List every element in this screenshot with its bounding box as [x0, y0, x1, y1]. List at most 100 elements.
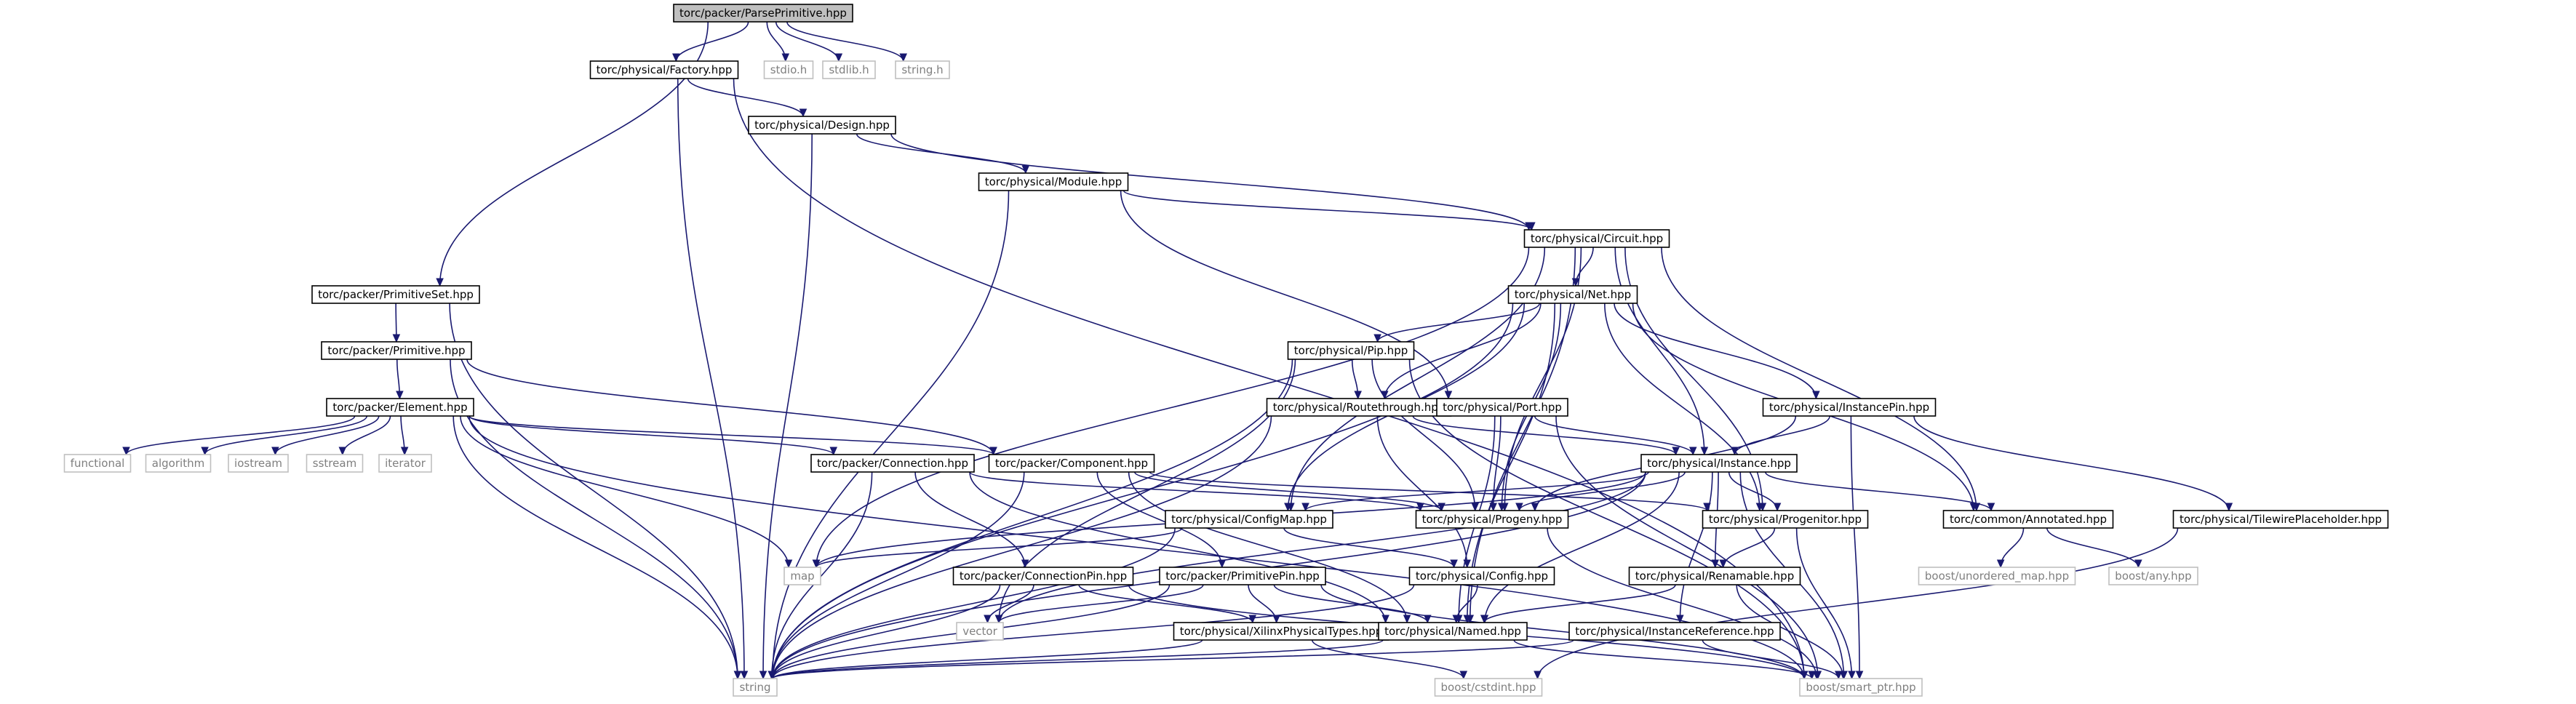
node-stdlib-h: stdlib.h: [822, 60, 876, 79]
node-label: torc/physical/Instance.hpp: [1647, 457, 1791, 470]
node-torc-physical-module-hpp[interactable]: torc/physical/Module.hpp: [978, 172, 1129, 191]
node-box: [321, 341, 472, 360]
edge-instref-to-smartptr: [1702, 639, 1840, 679]
node-torc-physical-design-hpp[interactable]: torc/physical/Design.hpp: [748, 116, 896, 135]
node-label: torc/physical/Renamable.hpp: [1635, 569, 1794, 583]
node-torc-physical-pip-hpp[interactable]: torc/physical/Pip.hpp: [1287, 341, 1415, 360]
node-label: torc/physical/InstancePin.hpp: [1769, 401, 1929, 414]
arrowhead: [1471, 503, 1479, 512]
node-label: torc/physical/InstanceReference.hpp: [1575, 625, 1774, 638]
arrowhead: [1528, 222, 1536, 231]
arrowhead: [733, 671, 742, 680]
node-label: torc/packer/ConnectionPin.hpp: [960, 569, 1127, 583]
node-torc-physical-routethrough-hpp[interactable]: torc/physical/Routethrough.hpp: [1266, 398, 1452, 417]
edge-xilinx-to-string: [772, 639, 1203, 679]
node-torc-physical-progeny-hpp[interactable]: torc/physical/Progeny.hpp: [1415, 510, 1569, 529]
arrowhead: [1672, 447, 1680, 456]
node-label: torc/physical/Port.hpp: [1443, 401, 1562, 414]
node-box: [311, 285, 480, 304]
arrowhead: [1711, 559, 1719, 569]
arrowhead: [1354, 391, 1362, 400]
node-box: [733, 678, 778, 697]
edge-element-to-string: [452, 415, 738, 679]
edge-net-to-routethrough: [1384, 303, 1542, 399]
node-box: [1568, 622, 1781, 641]
node-torc-packer-connectionpin-hpp[interactable]: torc/packer/ConnectionPin.hpp: [952, 567, 1134, 585]
edge-factory-to-design: [687, 78, 804, 117]
node-boost-smart-ptr-hpp: boost/smart_ptr.hpp: [1799, 678, 1923, 697]
edge-primpin-to-named: [1273, 584, 1429, 623]
node-torc-packer-component-hpp[interactable]: torc/packer/Component.hpp: [988, 454, 1155, 473]
edge-instance-to-progeny: [1518, 471, 1686, 511]
node-torc-physical-circuit-hpp[interactable]: torc/physical/Circuit.hpp: [1523, 229, 1670, 248]
node-label: torc/physical/TilewirePlaceholder.hpp: [2180, 513, 2382, 526]
arrowhead: [122, 447, 130, 456]
node-box: [1266, 398, 1452, 417]
node-box: [2108, 567, 2198, 585]
edge-connpin-to-string: [772, 584, 1001, 679]
arrowhead: [1463, 559, 1471, 569]
node-torc-physical-port-hpp[interactable]: torc/physical/Port.hpp: [1436, 398, 1568, 417]
node-label: torc/packer/PrimitivePin.hpp: [1165, 569, 1320, 583]
edge-primpin-to-vector: [998, 584, 1204, 623]
node-torc-physical-instance-hpp[interactable]: torc/physical/Instance.hpp: [1640, 454, 1798, 473]
arrowhead: [1855, 671, 1864, 680]
arrowhead: [271, 447, 279, 456]
node-box: [1173, 622, 1389, 641]
node-torc-packer-connection-hpp[interactable]: torc/packer/Connection.hpp: [810, 454, 975, 473]
node-iterator: iterator: [378, 454, 432, 473]
edge-net-to-instpin: [1614, 303, 1817, 399]
arrowhead: [1021, 559, 1029, 569]
node-label: torc/packer/Component.hpp: [995, 457, 1148, 470]
node-torc-packer-primitivepin-hpp[interactable]: torc/packer/PrimitivePin.hpp: [1159, 567, 1326, 585]
node-torc-physical-named-hpp[interactable]: torc/physical/Named.hpp: [1378, 622, 1528, 641]
node-torc-physical-configmap-hpp[interactable]: torc/physical/ConfigMap.hpp: [1165, 510, 1333, 529]
node-label: boost/any.hpp: [2115, 569, 2191, 583]
node-box: [895, 60, 950, 79]
edge-connection-to-named: [969, 471, 1387, 623]
node-box: [673, 4, 853, 23]
edge-connection-to-progeny: [969, 471, 1421, 511]
node-label: torc/packer/Element.hpp: [332, 401, 467, 414]
node-torc-packer-primitive-hpp[interactable]: torc/packer/Primitive.hpp: [321, 341, 472, 360]
node-torc-physical-tilewireplaceholder-hpp[interactable]: torc/physical/TilewirePlaceholder.hpp: [2172, 510, 2389, 529]
node-box: [1799, 678, 1923, 697]
arrowhead: [1480, 615, 1488, 624]
node-torc-physical-instancereference-hpp[interactable]: torc/physical/InstanceReference.hpp: [1568, 622, 1781, 641]
node-torc-physical-renamable-hpp[interactable]: torc/physical/Renamable.hpp: [1628, 567, 1801, 585]
node-torc-packer-parseprimitive-hpp[interactable]: torc/packer/ParsePrimitive.hpp: [673, 4, 853, 23]
edge-element-to-sstream: [342, 415, 391, 455]
node-torc-physical-instancepin-hpp[interactable]: torc/physical/InstancePin.hpp: [1762, 398, 1937, 417]
node-box: [1436, 398, 1568, 417]
node-box: [1918, 567, 2076, 585]
node-torc-physical-xilinxphysicaltypes-hpp[interactable]: torc/physical/XilinxPhysicalTypes.hpp: [1173, 622, 1389, 641]
node-torc-physical-progenitor-hpp[interactable]: torc/physical/Progenitor.hpp: [1702, 510, 1869, 529]
node-torc-physical-config-hpp[interactable]: torc/physical/Config.hpp: [1408, 567, 1555, 585]
arrowhead: [1534, 671, 1542, 680]
node-torc-physical-factory-hpp[interactable]: torc/physical/Factory.hpp: [589, 60, 739, 79]
arrowhead: [400, 447, 409, 456]
edge-connpin-to-vector: [986, 584, 1034, 623]
node-torc-physical-net-hpp[interactable]: torc/physical/Net.hpp: [1507, 285, 1638, 304]
arrowhead: [1284, 503, 1292, 512]
node-label: string: [739, 681, 770, 694]
edge-element-to-component: [468, 415, 994, 455]
node-torc-common-annotated-hpp[interactable]: torc/common/Annotated.hpp: [1942, 510, 2114, 529]
node-torc-packer-element-hpp[interactable]: torc/packer/Element.hpp: [326, 398, 474, 417]
edge-instance-to-vector: [998, 471, 1646, 623]
arrowhead: [989, 447, 997, 456]
node-label: boost/cstdint.hpp: [1441, 681, 1536, 694]
edge-instance-to-instref: [1679, 471, 1713, 623]
node-box: [1507, 285, 1638, 304]
arrowhead: [768, 671, 777, 680]
arrowhead: [1463, 615, 1472, 624]
node-label: torc/physical/Routethrough.hpp: [1273, 401, 1445, 414]
arrowhead: [1373, 334, 1381, 343]
arrowhead: [1021, 165, 1030, 175]
node-vector: vector: [956, 622, 1004, 641]
edge-instpin-to-instance: [1734, 415, 1830, 455]
edge-routethrough-to-config: [1376, 415, 1468, 568]
node-box: [306, 454, 364, 473]
arrowhead: [1773, 503, 1782, 512]
node-torc-packer-primitiveset-hpp[interactable]: torc/packer/PrimitiveSet.hpp: [311, 285, 480, 304]
